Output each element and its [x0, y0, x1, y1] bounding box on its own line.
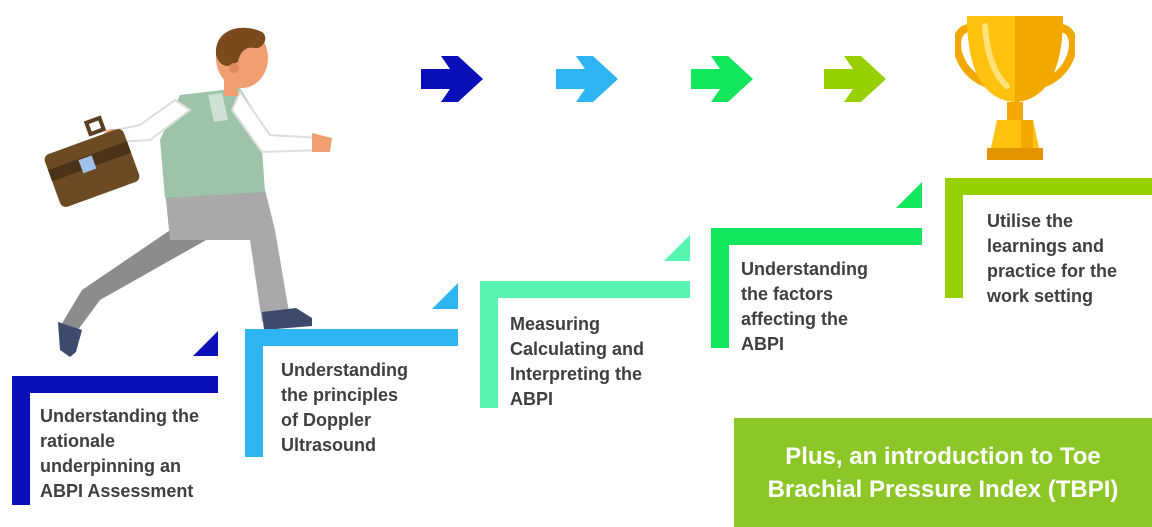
arrow-right-icon — [824, 56, 886, 102]
arrow-right-icon — [691, 56, 753, 102]
arrow-right-icon — [556, 56, 618, 102]
step-1-corner — [193, 331, 218, 356]
running-businessman-icon — [44, 27, 332, 357]
step-2-corner — [432, 283, 458, 309]
step-2-bracket — [245, 329, 458, 457]
step-3-bracket — [480, 281, 690, 408]
step-5-bracket — [945, 178, 1152, 298]
step-1-bracket — [12, 376, 218, 505]
step-3-corner — [664, 235, 690, 261]
trophy-icon — [955, 16, 1075, 160]
step-4-corner — [896, 182, 922, 208]
arrow-right-icon — [421, 56, 483, 102]
step-4-bracket — [711, 228, 922, 348]
